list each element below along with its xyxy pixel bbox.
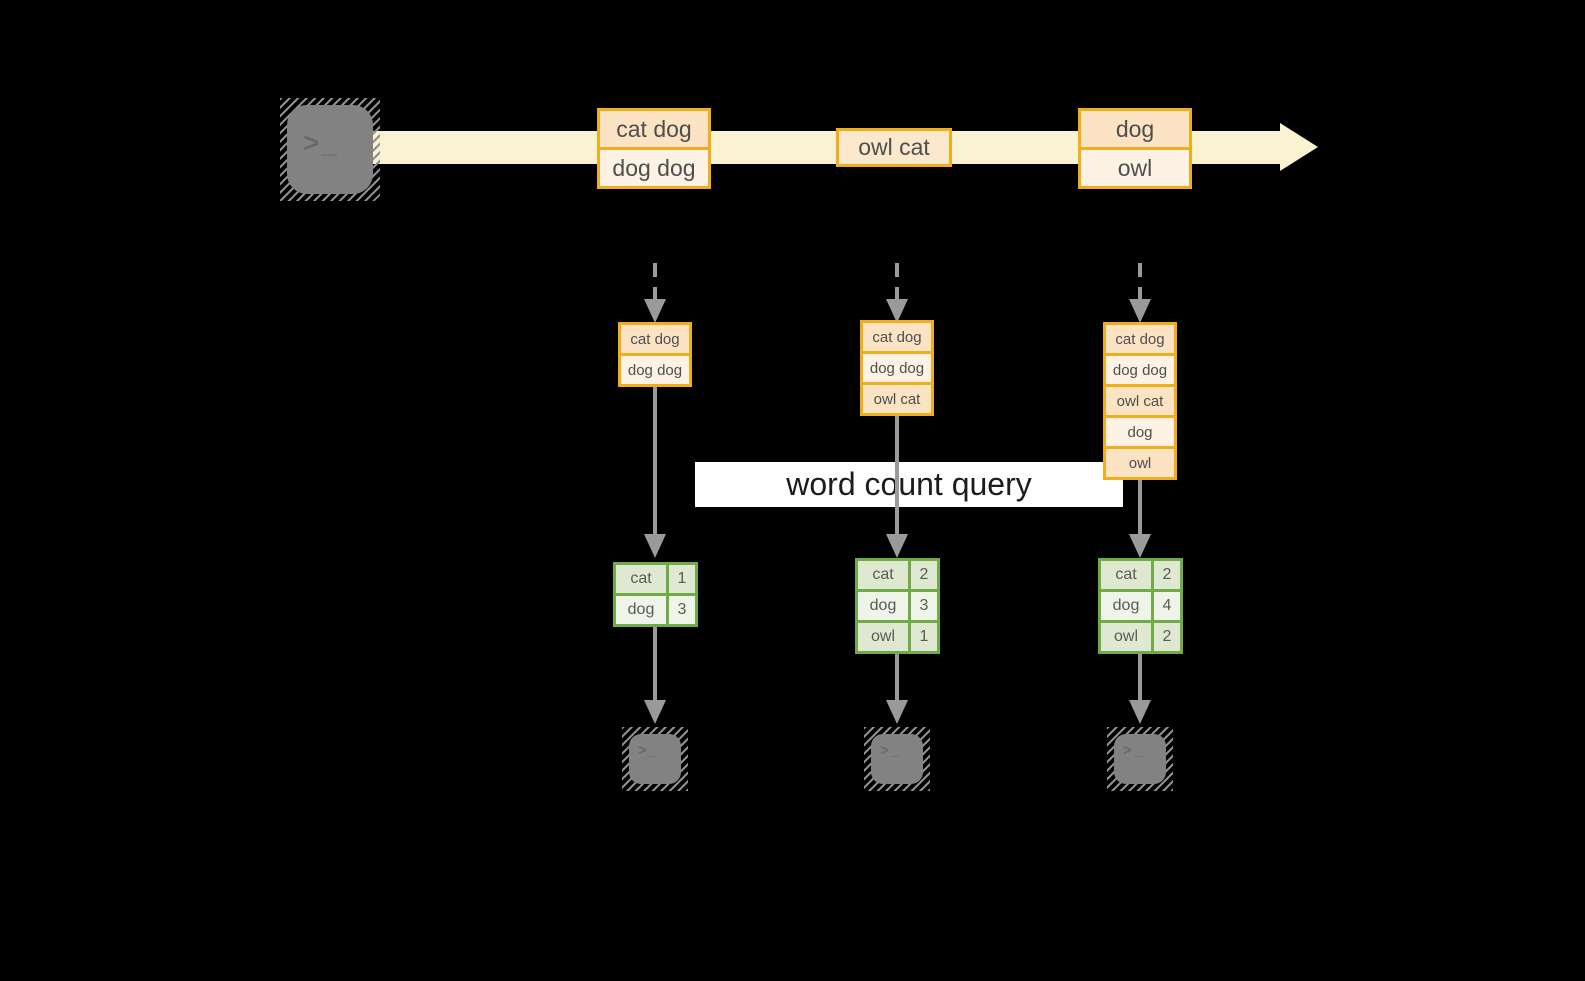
arrow-down-icon xyxy=(886,534,908,558)
connector-line xyxy=(1138,480,1142,534)
arrow-down-icon xyxy=(1129,700,1151,724)
count-cell: 2 xyxy=(1154,623,1180,651)
count-cell: 3 xyxy=(669,596,695,624)
stream-message-3: dog owl xyxy=(1078,108,1192,189)
terminal-icon: >_ xyxy=(280,98,380,201)
prompt-icon: >_ xyxy=(1123,742,1145,759)
arrow-down-icon xyxy=(644,534,666,558)
count-row: dog 3 xyxy=(616,596,695,624)
count-cell: 2 xyxy=(1154,561,1180,589)
count-table-3: cat 2 dog 4 owl 2 xyxy=(1098,558,1183,654)
message-row: owl cat xyxy=(839,131,949,164)
count-cell: 2 xyxy=(911,561,937,589)
state-row: dog dog xyxy=(1106,356,1174,384)
message-row: owl xyxy=(1081,150,1189,186)
count-cell: 3 xyxy=(911,592,937,620)
dashed-arrow-line xyxy=(895,263,899,301)
count-row: cat 2 xyxy=(1101,561,1180,589)
message-row: dog dog xyxy=(600,150,708,186)
arrow-down-icon xyxy=(644,299,666,323)
state-row: dog dog xyxy=(621,356,689,384)
count-table-2: cat 2 dog 3 owl 1 xyxy=(855,558,940,654)
connector-line xyxy=(1138,654,1142,700)
word-cell: owl xyxy=(858,623,908,651)
connector-line xyxy=(895,654,899,700)
state-row: dog dog xyxy=(863,354,931,382)
state-box-1: cat dog dog dog xyxy=(618,322,692,387)
arrow-down-icon xyxy=(886,700,908,724)
connector-line xyxy=(653,627,657,700)
terminal-screen: >_ xyxy=(287,105,373,194)
terminal-screen: >_ xyxy=(871,734,923,784)
state-row: dog xyxy=(1106,418,1174,446)
terminal-screen: >_ xyxy=(1114,734,1166,784)
arrow-down-icon xyxy=(1129,299,1151,323)
message-row: cat dog xyxy=(600,111,708,147)
message-row: dog xyxy=(1081,111,1189,147)
arrow-down-icon xyxy=(1129,534,1151,558)
count-row: dog 4 xyxy=(1101,592,1180,620)
state-row: owl cat xyxy=(1106,387,1174,415)
count-row: dog 3 xyxy=(858,592,937,620)
state-row: cat dog xyxy=(1106,325,1174,353)
count-cell: 1 xyxy=(911,623,937,651)
word-cell: owl xyxy=(1101,623,1151,651)
count-table-1: cat 1 dog 3 xyxy=(613,562,698,627)
word-cell: cat xyxy=(616,565,666,593)
connector-line xyxy=(653,387,657,534)
count-row: owl 2 xyxy=(1101,623,1180,651)
word-cell: cat xyxy=(1101,561,1151,589)
prompt-icon: >_ xyxy=(638,742,660,759)
count-row: cat 1 xyxy=(616,565,695,593)
word-cell: cat xyxy=(858,561,908,589)
terminal-icon: >_ xyxy=(622,727,688,791)
word-cell: dog xyxy=(858,592,908,620)
terminal-screen: >_ xyxy=(629,734,681,784)
count-row: owl 1 xyxy=(858,623,937,651)
dashed-arrow-line xyxy=(1138,263,1142,301)
state-box-3: cat dog dog dog owl cat dog owl xyxy=(1103,322,1177,480)
connector-line xyxy=(895,416,899,534)
dashed-arrow-line xyxy=(653,263,657,301)
prompt-icon: >_ xyxy=(880,742,902,759)
state-row: cat dog xyxy=(621,325,689,353)
state-box-2: cat dog dog dog owl cat xyxy=(860,320,934,416)
count-cell: 4 xyxy=(1154,592,1180,620)
query-label: word count query xyxy=(695,462,1123,507)
word-cell: dog xyxy=(1101,592,1151,620)
word-cell: dog xyxy=(616,596,666,624)
stream-message-2: owl cat xyxy=(836,128,952,167)
state-row: owl xyxy=(1106,449,1174,477)
arrow-down-icon xyxy=(644,700,666,724)
terminal-icon: >_ xyxy=(1107,727,1173,791)
state-row: owl cat xyxy=(863,385,931,413)
count-cell: 1 xyxy=(669,565,695,593)
terminal-icon: >_ xyxy=(864,727,930,791)
stream-arrowhead-icon xyxy=(1280,123,1318,171)
arrow-down-icon xyxy=(886,299,908,323)
prompt-icon: >_ xyxy=(303,127,339,158)
stream-message-1: cat dog dog dog xyxy=(597,108,711,189)
state-row: cat dog xyxy=(863,323,931,351)
count-row: cat 2 xyxy=(858,561,937,589)
